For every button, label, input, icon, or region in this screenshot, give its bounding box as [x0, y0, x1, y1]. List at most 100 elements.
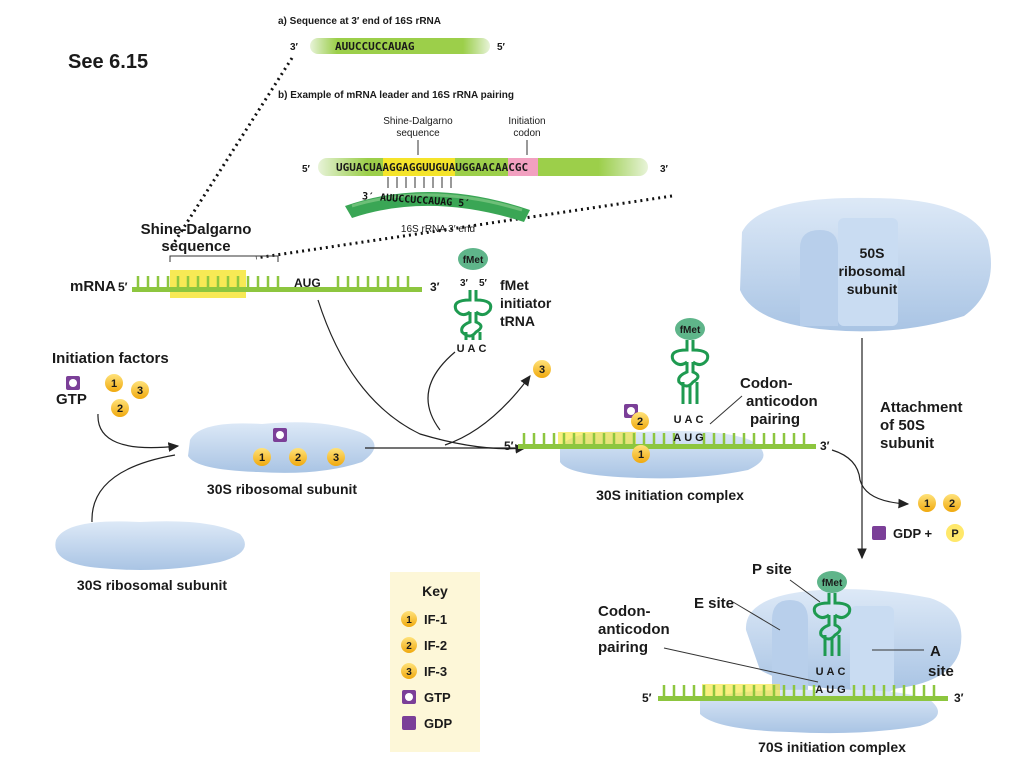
arrow-trna-to-complex: [427, 351, 456, 431]
mrna-aug: AUG: [294, 276, 321, 290]
subunit-50s-label-2: ribosomal: [839, 263, 906, 279]
subunit-30s-label-b: 30S ribosomal subunit: [77, 577, 227, 593]
panel-a-sequence: AUUCCUCCAUAG: [335, 40, 415, 53]
a-site-label-1: A: [930, 643, 941, 660]
svg-text:fMet: fMet: [680, 325, 701, 336]
key-item-gdp: GDP: [402, 716, 453, 731]
codon-pairing-label-top-3: pairing: [750, 411, 800, 428]
mrna-backbone: [132, 287, 422, 292]
panel-b-init-label-2: codon: [513, 128, 540, 139]
svg-text:AUG: AUG: [673, 432, 706, 444]
seventy-s-mrna-backbone: [658, 696, 948, 701]
subunit-30s-label-a: 30S ribosomal subunit: [207, 481, 357, 497]
codon-pairing-label-70s-3: pairing: [598, 639, 648, 656]
complex-mrna-backbone: [518, 444, 816, 449]
svg-text:P: P: [951, 528, 958, 540]
svg-text:2: 2: [406, 641, 412, 652]
complex-70s-label: 70S initiation complex: [758, 739, 906, 755]
trna-on-30s-complex: fMet UAC AUG: [670, 318, 710, 444]
key-item-gtp: GTP: [402, 690, 451, 705]
fmet-initiator-trna: fMet 3′ 5′ UAC: [453, 248, 493, 355]
complex-3-end: 3′: [820, 439, 830, 453]
key-title: Key: [422, 583, 448, 599]
zoom-line-right: [255, 194, 673, 260]
subunit-50s-label-3: subunit: [847, 281, 898, 297]
svg-text:GTP: GTP: [424, 690, 451, 705]
panel-a-5-end: 5′: [497, 42, 506, 53]
mrna-3-end: 3′: [430, 280, 440, 294]
trna-on-70s-complex: fMet UAC AUG: [812, 571, 852, 696]
factor-badges-on-30s: 1 2 3: [253, 448, 345, 466]
complex-30s-label: 30S initiation complex: [596, 487, 744, 503]
arrow-release-if3: [444, 375, 531, 446]
key-item-if3: 3 IF-3: [401, 663, 447, 679]
svg-text:IF-1: IF-1: [424, 612, 447, 627]
svg-text:UAC: UAC: [457, 343, 490, 355]
attachment-label-2: of 50S: [880, 417, 925, 434]
panel-b-5-end: 5′: [302, 164, 311, 175]
gdp-square: [872, 526, 886, 540]
trna-label-2: initiator: [500, 295, 552, 311]
arrow-30s-up: [91, 454, 176, 523]
panel-b-3-end: 3′: [660, 164, 669, 175]
panel-b-base-pairs: [387, 177, 452, 188]
subunit-50s-label-1: 50S: [860, 245, 885, 261]
svg-text:2: 2: [117, 403, 123, 415]
arrow-mrna-to-complex: [317, 299, 527, 454]
gdp-plus-label: GDP +: [893, 526, 933, 541]
svg-text:1: 1: [638, 449, 644, 461]
panel-b-sd-label-2: sequence: [396, 128, 440, 139]
svg-text:1: 1: [406, 615, 412, 626]
main-sd-label-2: sequence: [161, 238, 230, 255]
p-site-label: P site: [752, 561, 792, 578]
seventy-s-3-end: 3′: [954, 691, 964, 705]
codon-pairing-label-70s: Codon-: [598, 603, 650, 620]
panel-a-rrna-bar: [310, 38, 490, 54]
svg-text:3: 3: [333, 452, 339, 464]
mrna-label: mRNA: [70, 278, 116, 295]
svg-text:5′: 5′: [479, 278, 488, 289]
svg-text:UAC: UAC: [674, 414, 707, 426]
see-reference: See 6.15: [68, 51, 148, 73]
trna-label-1: fMet: [500, 277, 529, 293]
svg-text:IF-3: IF-3: [424, 664, 447, 679]
main-sd-label: Shine-Dalgarno: [141, 221, 252, 238]
attachment-label-3: subunit: [880, 435, 934, 452]
panel-b-sd-highlight: [383, 158, 455, 176]
svg-text:GDP: GDP: [424, 716, 453, 731]
svg-text:fMet: fMet: [822, 578, 843, 589]
svg-text:1: 1: [924, 498, 930, 510]
phosphate-badge: [946, 524, 964, 542]
e-site-label: E site: [694, 595, 734, 612]
initiation-factors-label: Initiation factors: [52, 350, 169, 367]
released-if1: [918, 494, 936, 512]
panel-b-mrna-seq: UGUACUAAGGAGGUUGUAUGGAACAACGC: [336, 161, 528, 174]
panel-b-aug-highlight: [508, 158, 538, 176]
codon-pairing-label-top-2: anticodon: [746, 393, 818, 410]
attachment-label-1: Attachment: [880, 399, 963, 416]
panel-b-rrna-seq: 3′ AUUCCUCCAUAG 5′: [362, 191, 471, 210]
factor-badges-free: 1 3 2: [105, 374, 149, 417]
svg-text:3: 3: [137, 385, 143, 397]
key-item-if1: 1 IF-1: [401, 611, 447, 627]
svg-text:3′: 3′: [460, 278, 469, 289]
panel-b-rrna-label: 16S rRNA 3′ end: [401, 224, 475, 235]
panel-b-init-label: Initiation: [508, 116, 545, 127]
mrna-5-end: 5′: [118, 280, 128, 294]
a-site-label-2: site: [928, 663, 954, 680]
released-if2: [943, 494, 961, 512]
codon-pairing-label-top: Codon-: [740, 375, 792, 392]
svg-text:3: 3: [406, 667, 412, 678]
ribosome-30s-free: [55, 521, 245, 570]
svg-text:IF-2: IF-2: [424, 638, 447, 653]
released-if3: [533, 360, 551, 378]
svg-text:1: 1: [111, 378, 117, 390]
gtp-label: GTP: [56, 391, 87, 408]
key-item-if2: 2 IF-2: [401, 637, 447, 653]
arrow-release-factors: [831, 449, 910, 509]
complex-5-end: 5′: [504, 439, 514, 453]
seventy-s-5-end: 5′: [642, 691, 652, 705]
seventy-s-mrna-ticks: [662, 685, 936, 697]
zoom-line-left: [170, 57, 294, 247]
